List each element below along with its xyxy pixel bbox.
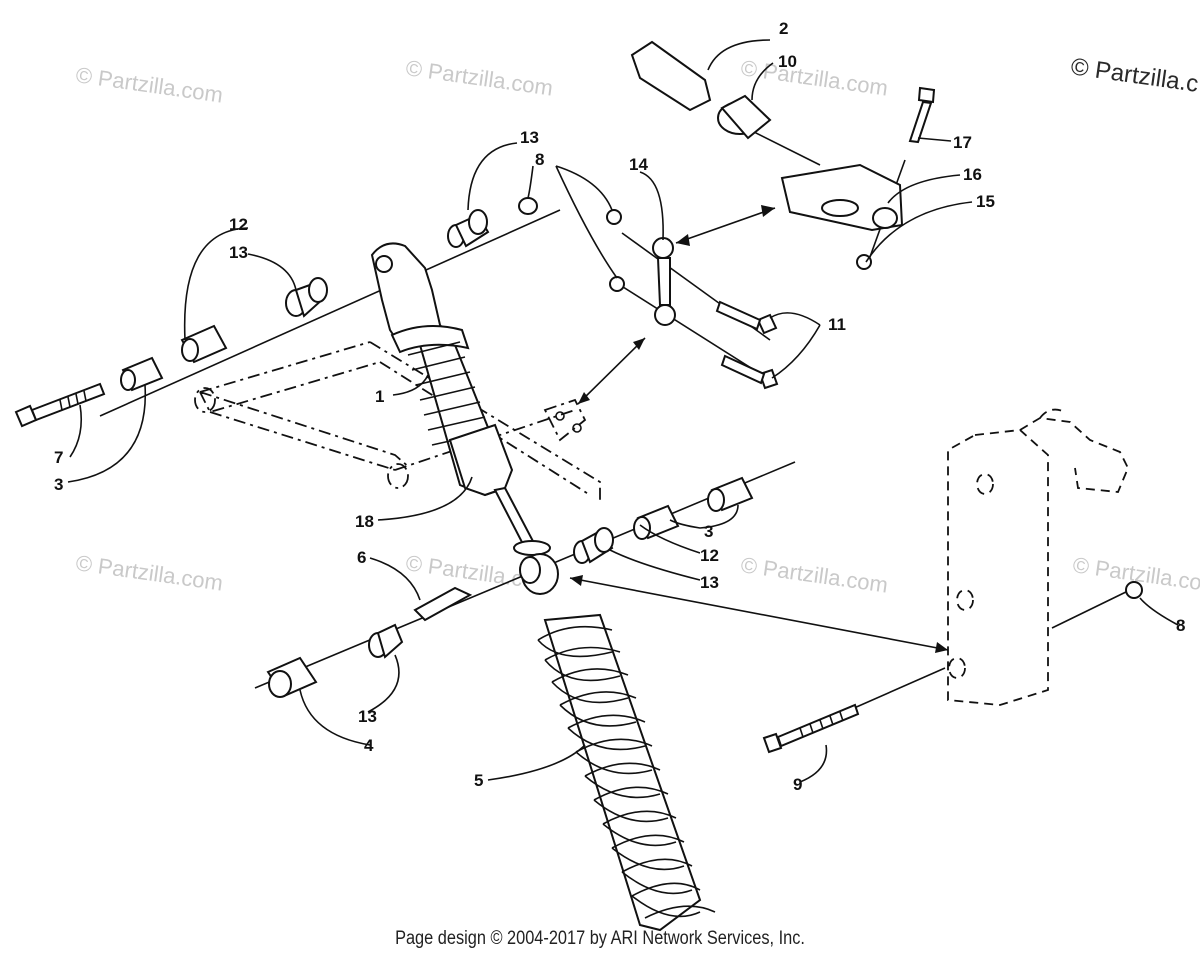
- callout-4: 4: [364, 736, 374, 755]
- callout-13: 13: [358, 707, 377, 726]
- callout-2: 2: [779, 19, 788, 38]
- callout-18: 18: [355, 512, 374, 531]
- callout-12: 12: [700, 546, 719, 565]
- a-arm-phantom: [194, 341, 601, 500]
- callout-3: 3: [54, 475, 63, 494]
- watermark: © Partzilla.com: [74, 62, 224, 107]
- callout-10: 10: [778, 52, 797, 71]
- callout-11: 11: [828, 315, 846, 334]
- watermark: © Partzilla.com: [739, 552, 889, 597]
- bushings-and-nuts: [120, 197, 1143, 698]
- callout-16: 16: [963, 165, 982, 184]
- callout-9: 9: [793, 775, 802, 794]
- callout-6: 6: [357, 548, 366, 567]
- watermark: © Partzilla.com: [404, 55, 554, 100]
- callout-7: 7: [54, 448, 63, 467]
- callout-5: 5: [474, 771, 483, 790]
- callout-3: 3: [704, 522, 713, 541]
- callout-14: 14: [629, 155, 648, 174]
- callout-13: 13: [520, 128, 539, 147]
- coil-spring: [519, 553, 716, 932]
- leader-lines: [67, 39, 1179, 783]
- torsion-arm: [630, 40, 904, 232]
- callout-17: 17: [953, 133, 972, 152]
- callout-12: 12: [229, 215, 248, 234]
- callout-15: 15: [976, 192, 995, 211]
- assembly-arrows: [569, 205, 949, 653]
- callout-8: 8: [535, 150, 544, 169]
- callout-numbers: 2 10 17 16 15 14 13 8 12 13 1 11 7 3 18 …: [54, 19, 1185, 794]
- watermark-main: © Partzilla.c: [1069, 53, 1200, 98]
- callout-8: 8: [1176, 616, 1185, 635]
- spindle-phantom: [947, 408, 1129, 706]
- shock-absorber: [370, 242, 551, 556]
- page-footer: Page design © 2004-2017 by ARI Network S…: [395, 928, 805, 949]
- watermark: © Partzilla.com: [74, 550, 224, 595]
- callout-13: 13: [229, 243, 248, 262]
- watermarks: © Partzilla.com © Partzilla.com © Partzi…: [74, 53, 1200, 597]
- link-rod: [652, 237, 676, 326]
- callout-1: 1: [375, 387, 384, 406]
- callout-13: 13: [700, 573, 719, 592]
- bolts: [14, 86, 936, 754]
- watermark: © Partzilla.com: [739, 55, 889, 100]
